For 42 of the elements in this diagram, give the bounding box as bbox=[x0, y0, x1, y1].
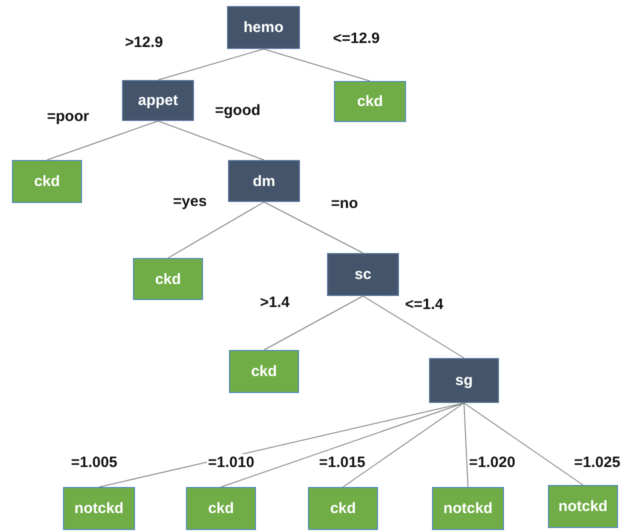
node-label: hemo bbox=[243, 19, 284, 36]
node-label: notckd bbox=[558, 498, 608, 515]
node-label: ckd bbox=[155, 270, 181, 288]
connector-line bbox=[158, 120, 264, 160]
decision-node-box bbox=[429, 358, 499, 403]
node-label: sg bbox=[455, 372, 473, 389]
leaf-node-box bbox=[63, 487, 135, 530]
node-label: sc bbox=[354, 266, 372, 283]
decision-node-box bbox=[227, 6, 300, 49]
node-label: ckd bbox=[251, 363, 277, 380]
connector-line bbox=[263, 48, 370, 82]
connector-line bbox=[264, 202, 364, 254]
decision-node-box bbox=[228, 160, 300, 202]
node-label: appet bbox=[138, 92, 178, 109]
leaf-node-box bbox=[334, 81, 406, 122]
node-label: notckd bbox=[443, 500, 493, 517]
node-label: notckd bbox=[74, 500, 124, 517]
leaf-node-box bbox=[548, 485, 618, 528]
leaf-node-box bbox=[308, 487, 378, 530]
connector-line bbox=[342, 402, 464, 488]
decision-node-box bbox=[327, 253, 399, 296]
decision-node-box bbox=[122, 80, 194, 121]
connector-line bbox=[46, 120, 158, 160]
connector-line bbox=[264, 296, 364, 350]
connector-line bbox=[362, 296, 464, 358]
connector-line bbox=[168, 202, 264, 258]
connector-line bbox=[158, 48, 264, 80]
node-label: ckd bbox=[357, 93, 383, 110]
node-label: ckd bbox=[208, 500, 234, 517]
node-label: ckd bbox=[330, 500, 356, 517]
leaf-node-box bbox=[12, 160, 82, 203]
node-label: ckd bbox=[34, 173, 60, 190]
edge-label: =good bbox=[214, 102, 262, 119]
leaf-node-box bbox=[432, 487, 504, 530]
edge-label: =1.015 bbox=[318, 454, 366, 471]
leaf-node-box bbox=[133, 258, 203, 300]
leaf-node-box bbox=[186, 487, 256, 530]
connector-line bbox=[464, 402, 584, 486]
connector-line bbox=[464, 402, 468, 488]
connector-line bbox=[220, 402, 464, 488]
node-label: dm bbox=[252, 172, 276, 190]
leaf-node-box bbox=[229, 350, 299, 393]
